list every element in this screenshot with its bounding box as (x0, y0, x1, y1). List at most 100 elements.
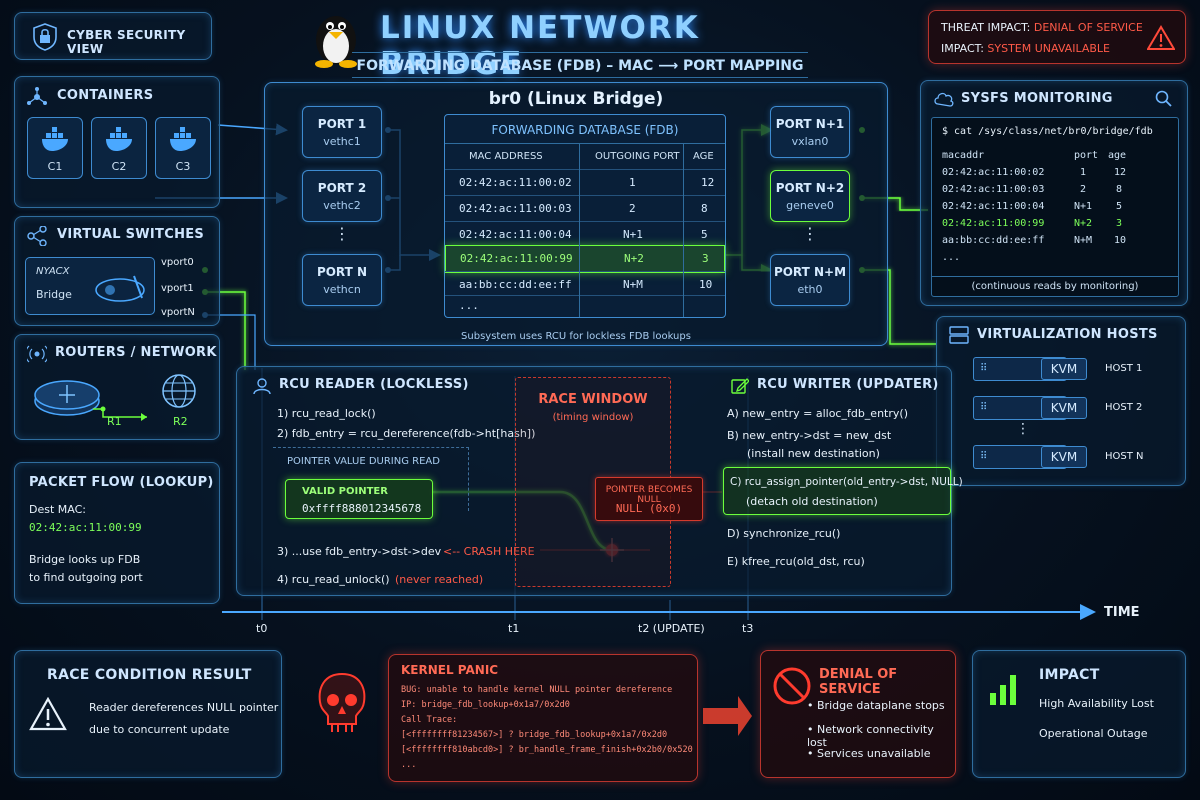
warning-icon (29, 697, 67, 731)
fdb-header-port: OUTGOING PORT (595, 151, 680, 162)
pointer-box-title: POINTER VALUE DURING READ (287, 456, 440, 467)
sysfs-row-mac-highlight: 02:42:ac:11:00:99 (942, 218, 1045, 229)
sysfs-terminal[interactable]: $ cat /sys/class/net/br0/bridge/fdb maca… (931, 117, 1179, 297)
sysfs-header-mac: macaddr (942, 150, 985, 161)
writer-step-b: B) new_entry->dst = new_dst (727, 429, 892, 442)
writer-title: RCU WRITER (UPDATER) (757, 377, 939, 392)
null-pointer-box: POINTER BECOMES NULL NULL (0x0) (595, 477, 703, 521)
virt-hosts-title: VIRTUALIZATION HOSTS (977, 327, 1158, 342)
dest-mac-value: 02:42:ac:11:00:99 (29, 521, 142, 534)
virt-hosts-panel: VIRTUALIZATION HOSTS ⠿ KVM HOST 1 ⠿ KVM … (936, 316, 1186, 486)
sysfs-row-age: 5 (1116, 201, 1123, 212)
skull-icon (318, 672, 366, 732)
reader-step-2: 2) fdb_entry = rcu_dereference(fdb->ht[h… (277, 427, 536, 440)
fdb-row[interactable]: 02:42:ac:11:00:04 N+1 5 (445, 221, 725, 248)
tick-t0: t0 (256, 622, 268, 635)
fdb-mac: aa:bb:cc:dd:ee:ff (459, 278, 572, 291)
race-window-sub: (timing window) (552, 412, 634, 423)
threat-impact-panel: THREAT IMPACT: DENIAL OF SERVICE IMPACT:… (928, 10, 1186, 64)
cloud-search-icon (934, 92, 954, 107)
virtual-switches-title: VIRTUAL SWITCHES (57, 227, 205, 242)
port-iface: vethc2 (323, 199, 361, 212)
impact-label: IMPACT: (941, 42, 984, 55)
kernel-panic-panel: KERNEL PANIC BUG: unable to handle kerne… (388, 654, 698, 782)
reader-title: RCU READER (LOCKLESS) (279, 377, 469, 392)
packet-flow-desc-1: Bridge looks up FDB (29, 553, 141, 566)
fdb-age: 5 (701, 228, 708, 241)
ovs-logo-icon (95, 275, 145, 302)
fdb-mac: ... (459, 299, 479, 312)
impact-value: SYSTEM UNAVAILABLE (987, 42, 1110, 55)
impact-panel: IMPACT High Availability Lost Operationa… (972, 650, 1186, 778)
panic-line: BUG: unable to handle kernel NULL pointe… (401, 685, 673, 695)
fdb-title: FORWARDING DATABASE (FDB) (491, 123, 679, 137)
fdb-col-divider (579, 143, 580, 317)
port-name: PORT N+M (773, 265, 847, 279)
packet-flow-panel: PACKET FLOW (LOOKUP) Dest MAC: 02:42:ac:… (14, 462, 220, 604)
impact-line-2: Operational Outage (1039, 727, 1148, 740)
writer-step-c: C) rcu_assign_pointer(old_entry->dst, NU… (730, 476, 963, 488)
container-c3[interactable]: C3 (155, 117, 211, 179)
writer-step-e: E) kfree_rcu(old_dst, rcu) (727, 555, 865, 568)
valid-pointer-label: VALID POINTER (302, 486, 388, 497)
writer-step-d: D) synchronize_rcu() (727, 527, 841, 540)
threat-value: DENIAL OF SERVICE (1033, 21, 1143, 34)
sysfs-row-age: 8 (1116, 184, 1123, 195)
container-c2[interactable]: C2 (91, 117, 147, 179)
bridge-switch-box[interactable]: NYACX Bridge (25, 257, 155, 315)
writer-step-c-box: C) rcu_assign_pointer(old_entry->dst, NU… (723, 467, 963, 515)
panic-line: ... (401, 760, 417, 770)
race-window-title: RACE WINDOW (538, 392, 648, 407)
right-ports-ellipsis: ⋮ (802, 224, 818, 243)
reader-step-1: 1) rcu_read_lock() (277, 407, 376, 420)
router-r1-label: R1 (107, 415, 122, 428)
fdb-mac: 02:42:ac:11:00:02 (459, 176, 572, 189)
container-label: C1 (47, 160, 63, 173)
sysfs-row-port: 2 (1080, 184, 1087, 195)
writer-step-b-note: (install new destination) (747, 447, 880, 460)
fdb-age: 3 (702, 252, 709, 265)
fdb-mac: 02:42:ac:11:00:04 (459, 228, 572, 241)
bridge-footer: Subsystem uses RCU for lockless FDB look… (461, 331, 691, 342)
page-subtitle: FORWARDING DATABASE (FDB) – MAC ⟶ PORT M… (352, 52, 808, 78)
fdb-row-more: ... (445, 295, 725, 318)
kvm-badge[interactable]: KVM (1041, 397, 1087, 419)
writer-step-a: A) new_entry = alloc_fdb_entry() (727, 407, 908, 420)
impact-title: IMPACT (1039, 667, 1100, 683)
dos-item: • Bridge dataplane stops (807, 699, 945, 712)
cyber-view-label: CYBER SECURITY VIEW (67, 28, 186, 56)
containers-title: CONTAINERS (57, 88, 154, 103)
left-ports-ellipsis: ⋮ (334, 224, 350, 243)
host-label: HOST 1 (1105, 363, 1143, 374)
host-label: HOST 2 (1105, 402, 1143, 413)
host-label: HOST N (1105, 451, 1144, 462)
packet-flow-desc-2: to find outgoing port (29, 571, 143, 584)
port-iface: eth0 (797, 283, 823, 296)
race-result-title: RACE CONDITION RESULT (47, 667, 252, 683)
panic-line: Call Trace: (401, 715, 458, 725)
sysfs-row-mac: 02:42:ac:11:00:04 (942, 201, 1045, 212)
port-n-plus-m[interactable]: PORT N+M eth0 (770, 254, 850, 306)
kvm-badge[interactable]: KVM (1041, 446, 1087, 468)
kernel-panic-title: KERNEL PANIC (401, 663, 499, 677)
reader-step-3: 3) ...use fdb_entry->dst->dev (277, 545, 442, 558)
fdb-port: 2 (629, 202, 636, 215)
sysfs-footer: (continuous reads by monitoring) (932, 276, 1178, 292)
tick-t3: t3 (742, 622, 754, 635)
kvm-badge[interactable]: KVM (1041, 358, 1087, 380)
fdb-port: N+1 (623, 228, 643, 241)
search-icon[interactable] (1155, 90, 1173, 108)
bridge-title: br0 (Linux Bridge) (488, 89, 664, 109)
container-c1[interactable]: C1 (27, 117, 83, 179)
docker-whale-icon (170, 127, 196, 151)
null-pointer-value: NULL (0x0) (615, 502, 683, 515)
